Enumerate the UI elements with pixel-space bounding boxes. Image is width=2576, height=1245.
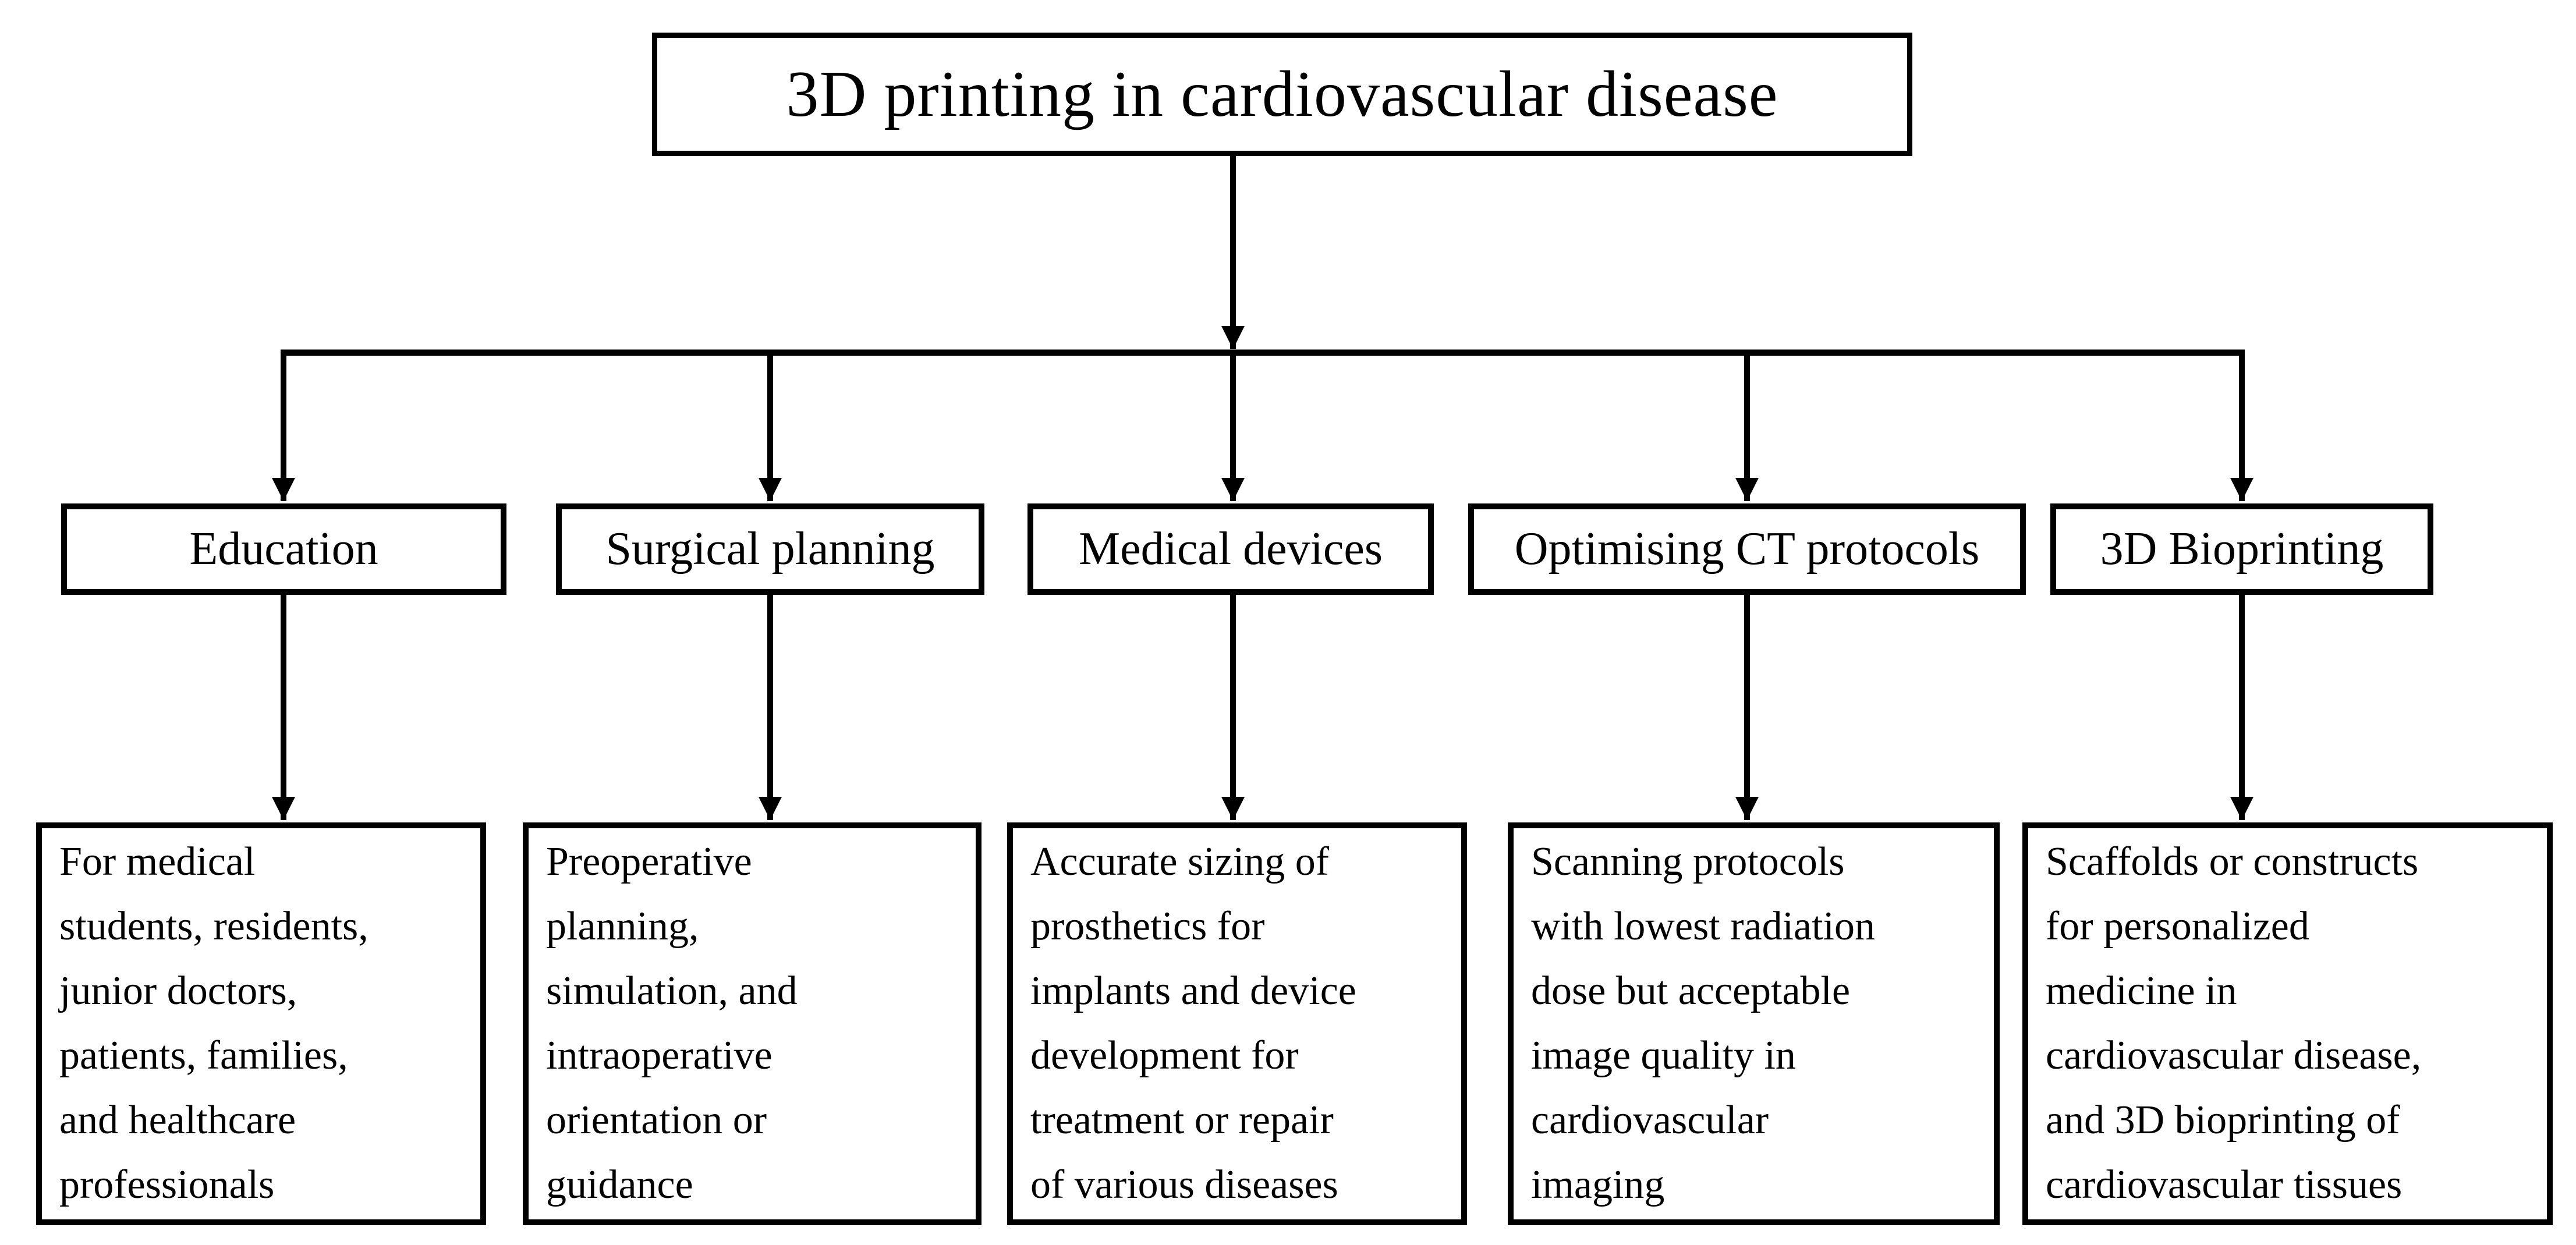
description-box-education: For medical students, residents, junior … — [36, 822, 486, 1225]
category-label: 3D Bioprinting — [2100, 523, 2384, 574]
description-box-medical-devices: Accurate sizing of prosthetics for impla… — [1007, 822, 1467, 1225]
category-box-3d-bioprinting: 3D Bioprinting — [2050, 503, 2433, 595]
category-label: Optimising CT protocols — [1514, 523, 1980, 574]
category-label: Education — [189, 523, 378, 574]
description-box-surgical-planning: Preoperative planning, simulation, and i… — [523, 822, 981, 1225]
description-text: Scanning protocols with lowest radiation… — [1531, 839, 1876, 1207]
description-text: Preoperative planning, simulation, and i… — [546, 839, 798, 1207]
description-text: Scaffolds or constructs for personalized… — [2046, 839, 2422, 1207]
category-box-medical-devices: Medical devices — [1027, 503, 1434, 595]
diagram-title: 3D printing in cardiovascular disease — [786, 58, 1778, 130]
category-box-surgical-planning: Surgical planning — [556, 503, 984, 595]
description-text: For medical students, residents, junior … — [59, 839, 368, 1207]
title-box: 3D printing in cardiovascular disease — [652, 33, 1912, 156]
description-box-optimising-ct-protocols: Scanning protocols with lowest radiation… — [1508, 822, 2000, 1225]
description-text: Accurate sizing of prosthetics for impla… — [1030, 839, 1356, 1207]
category-box-optimising-ct-protocols: Optimising CT protocols — [1468, 503, 2026, 595]
category-box-education: Education — [61, 503, 506, 595]
category-label: Medical devices — [1079, 523, 1383, 574]
category-label: Surgical planning — [605, 523, 935, 574]
description-box-3d-bioprinting: Scaffolds or constructs for personalized… — [2022, 822, 2553, 1225]
